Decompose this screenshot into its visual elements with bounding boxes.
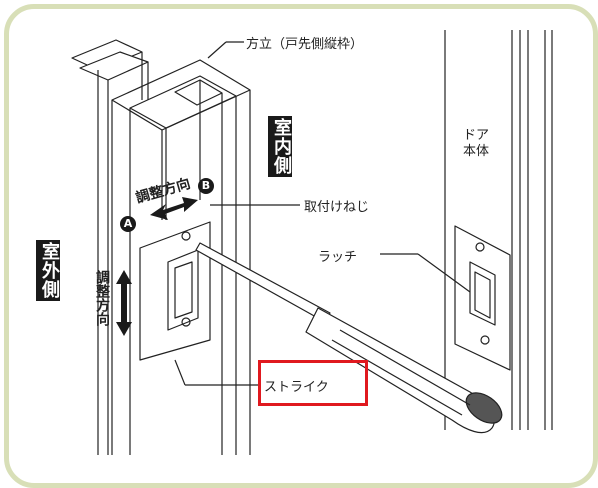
screwdriver-drawing <box>195 242 503 434</box>
strike-highlight-box <box>258 360 368 406</box>
label-interior: 室内側 <box>268 116 292 177</box>
leader-lines <box>174 41 471 386</box>
label-strike: ストライク <box>264 380 329 395</box>
marker-a: A <box>120 216 136 232</box>
label-latch: ラッチ <box>318 250 358 265</box>
adjust-arrows <box>116 197 198 336</box>
label-jamb: 方立（戸先側縦枠） <box>246 37 364 52</box>
marker-b: B <box>198 178 214 194</box>
label-exterior: 室外側 <box>36 240 60 301</box>
label-adjust-vertical: 調整方向 <box>94 270 110 326</box>
label-door-body: ドア本体 <box>462 128 489 159</box>
door-body-drawing <box>444 30 553 430</box>
label-screw: 取付けねじ <box>304 200 370 215</box>
jamb-frame-drawing <box>71 39 251 455</box>
